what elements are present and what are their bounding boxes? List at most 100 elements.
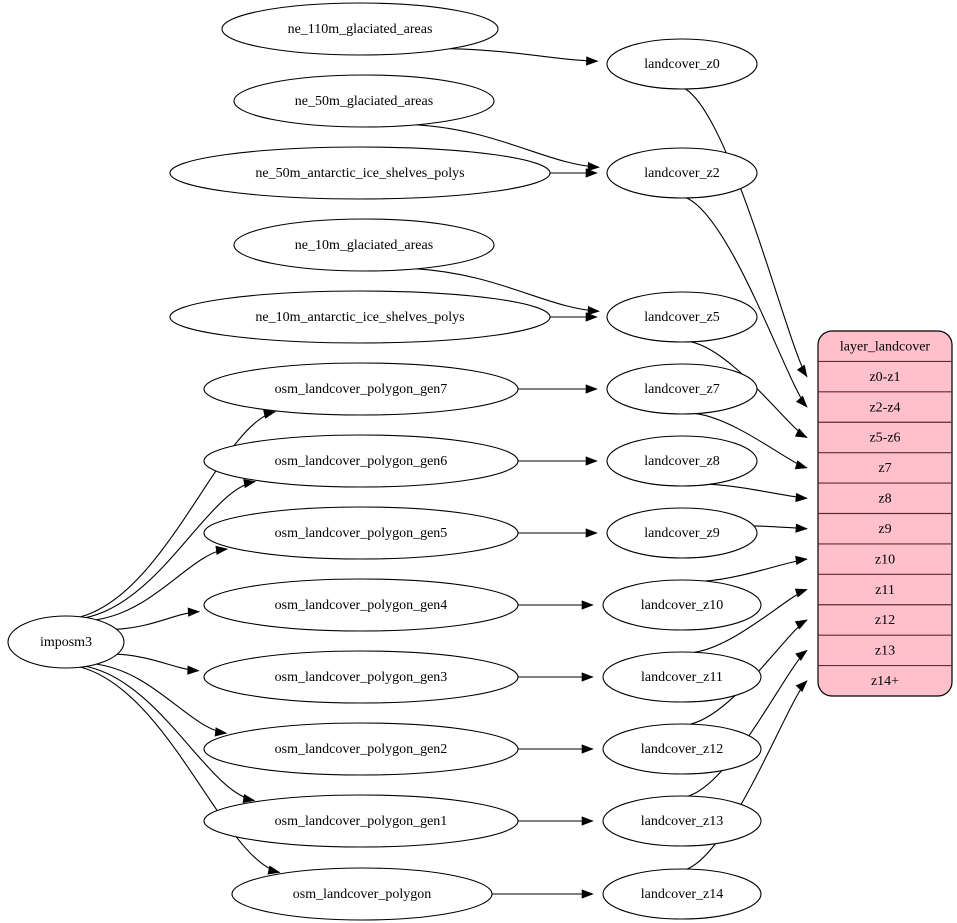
edge-arrowhead <box>794 619 808 630</box>
table-node-ellipse <box>203 794 519 848</box>
edge-imposm3-to-osm_landcover_polygon_gen6 <box>85 481 256 619</box>
edge-ne_50m_glaciated_areas-to-landcover_z2 <box>416 124 600 168</box>
record-row-z0-z1[interactable]: z0-z1 <box>869 370 900 385</box>
table-node-ellipse <box>203 434 519 488</box>
edge-arrowhead <box>795 395 808 408</box>
node-landcover_z7[interactable]: landcover_z7 <box>606 363 758 415</box>
record-row-z7[interactable]: z7 <box>878 461 891 476</box>
record-row-z9[interactable]: z9 <box>878 522 891 537</box>
record-row-z5-z6[interactable]: z5-z6 <box>869 431 900 446</box>
node-landcover_z13[interactable]: landcover_z13 <box>602 795 762 847</box>
edge-imposm3-to-osm_landcover_polygon_gen4 <box>116 611 200 630</box>
node-label: imposm3 <box>40 635 92 650</box>
edge-arrowhead <box>187 665 200 675</box>
edge-arrowhead <box>794 428 808 438</box>
node-landcover_z5[interactable]: landcover_z5 <box>606 291 758 343</box>
edge-arrowhead <box>586 56 599 66</box>
node-osm_landcover_polygon[interactable]: osm_landcover_polygon <box>231 867 493 921</box>
edge-arrowhead <box>585 456 598 466</box>
node-landcover_z12[interactable]: landcover_z12 <box>602 723 762 775</box>
zoom-node-ellipse <box>602 723 762 775</box>
zoom-node-ellipse <box>602 651 762 703</box>
edge-arrowhead <box>215 545 229 555</box>
node-landcover_z10[interactable]: landcover_z10 <box>602 579 762 631</box>
edge-arrowhead <box>795 492 808 503</box>
node-ne_10m_glaciated_areas[interactable]: ne_10m_glaciated_areas <box>233 218 495 272</box>
node-ne_50m_antarctic_ice_shelves_polys[interactable]: ne_50m_antarctic_ice_shelves_polys <box>169 146 551 200</box>
table-node-ellipse <box>203 722 519 776</box>
record-row-z8[interactable]: z8 <box>878 492 891 507</box>
node-imposm3[interactable]: imposm3 <box>7 615 125 669</box>
edge-imposm3-to-osm_landcover_polygon <box>80 666 280 873</box>
node-label: osm_landcover_polygon <box>293 887 431 902</box>
record-row-z10[interactable]: z10 <box>875 552 895 567</box>
zoom-node-ellipse <box>602 579 762 631</box>
node-osm_landcover_polygon_gen3[interactable]: osm_landcover_polygon_gen3 <box>203 650 519 704</box>
node-ne_10m_antarctic_ice_shelves_polys[interactable]: ne_10m_antarctic_ice_shelves_polys <box>169 290 551 344</box>
node-landcover_z0[interactable]: landcover_z0 <box>606 38 758 90</box>
edge-landcover_z10-to-layer_landcover_z10 <box>704 558 808 582</box>
table-node-ellipse <box>203 506 519 560</box>
edge-arrowhead <box>581 889 594 899</box>
zoom-node-ellipse <box>606 435 758 487</box>
node-landcover_z9[interactable]: landcover_z9 <box>606 507 758 559</box>
edge-arrowhead <box>581 744 594 754</box>
table-node-ellipse <box>231 867 493 921</box>
node-label: ne_10m_glaciated_areas <box>295 238 433 253</box>
node-label: ne_10m_antarctic_ice_shelves_polys <box>255 310 464 325</box>
record-row-z12[interactable]: z12 <box>875 613 895 628</box>
node-landcover_z14[interactable]: landcover_z14 <box>602 868 762 920</box>
node-label: landcover_z8 <box>644 454 719 469</box>
edge-landcover_z2-to-layer_landcover_z2-z4 <box>686 197 808 408</box>
edge-arrowhead <box>587 306 600 316</box>
node-label: landcover_z11 <box>641 670 723 685</box>
node-label: landcover_z7 <box>644 382 719 397</box>
zoom-node-ellipse <box>606 363 758 415</box>
node-osm_landcover_polygon_gen1[interactable]: osm_landcover_polygon_gen1 <box>203 794 519 848</box>
node-osm_landcover_polygon_gen2[interactable]: osm_landcover_polygon_gen2 <box>203 722 519 776</box>
node-ne_110m_glaciated_areas[interactable]: ne_110m_glaciated_areas <box>221 2 499 56</box>
table-node-ellipse <box>233 74 495 128</box>
node-ne_50m_glaciated_areas[interactable]: ne_50m_glaciated_areas <box>233 74 495 128</box>
node-label: osm_landcover_polygon_gen1 <box>275 814 448 829</box>
edge-arrowhead <box>794 460 808 470</box>
node-label: landcover_z14 <box>641 887 723 902</box>
record-row-z2-z4[interactable]: z2-z4 <box>869 400 900 415</box>
node-osm_landcover_polygon_gen6[interactable]: osm_landcover_polygon_gen6 <box>203 434 519 488</box>
node-osm_landcover_polygon_gen5[interactable]: osm_landcover_polygon_gen5 <box>203 506 519 560</box>
edge-arrowhead <box>581 672 594 682</box>
zoom-node-ellipse <box>606 147 758 199</box>
node-label: osm_landcover_polygon_gen3 <box>275 670 448 685</box>
zoom-node-ellipse <box>602 868 762 920</box>
edge-arrowhead <box>581 600 594 610</box>
source-node-ellipse <box>7 615 125 669</box>
edge-arrowhead <box>242 794 256 804</box>
edge-arrowhead <box>581 816 594 826</box>
node-landcover_z2[interactable]: landcover_z2 <box>606 147 758 199</box>
record-node-layer_landcover[interactable]: layer_landcoverz0-z1z2-z4z5-z6z7z8z9z10z… <box>817 330 953 697</box>
edge-arrowhead <box>187 607 201 617</box>
record-row-z11[interactable]: z11 <box>875 583 895 598</box>
record-row-z14+[interactable]: z14+ <box>871 674 899 689</box>
node-label: landcover_z9 <box>644 526 719 541</box>
edge-arrowhead <box>795 523 808 533</box>
edge-arrowhead <box>585 528 598 538</box>
node-landcover_z8[interactable]: landcover_z8 <box>606 435 758 487</box>
node-osm_landcover_polygon_gen4[interactable]: osm_landcover_polygon_gen4 <box>203 578 519 632</box>
edge-ne_10m_glaciated_areas-to-landcover_z5 <box>416 268 600 312</box>
edge-arrowhead <box>243 478 256 489</box>
table-node-ellipse <box>169 146 551 200</box>
edge-arrowhead <box>794 588 808 598</box>
zoom-node-ellipse <box>606 38 758 90</box>
node-label: landcover_z13 <box>641 814 723 829</box>
table-node-ellipse <box>203 362 519 416</box>
edge-arrowhead <box>263 409 276 419</box>
edge-landcover_z0-to-layer_landcover_z0-z1 <box>685 88 808 377</box>
edge-arrowhead <box>267 865 281 875</box>
node-osm_landcover_polygon_gen7[interactable]: osm_landcover_polygon_gen7 <box>203 362 519 416</box>
record-row-z13[interactable]: z13 <box>875 644 895 659</box>
edge-arrowhead <box>796 364 808 378</box>
node-landcover_z11[interactable]: landcover_z11 <box>602 651 762 703</box>
